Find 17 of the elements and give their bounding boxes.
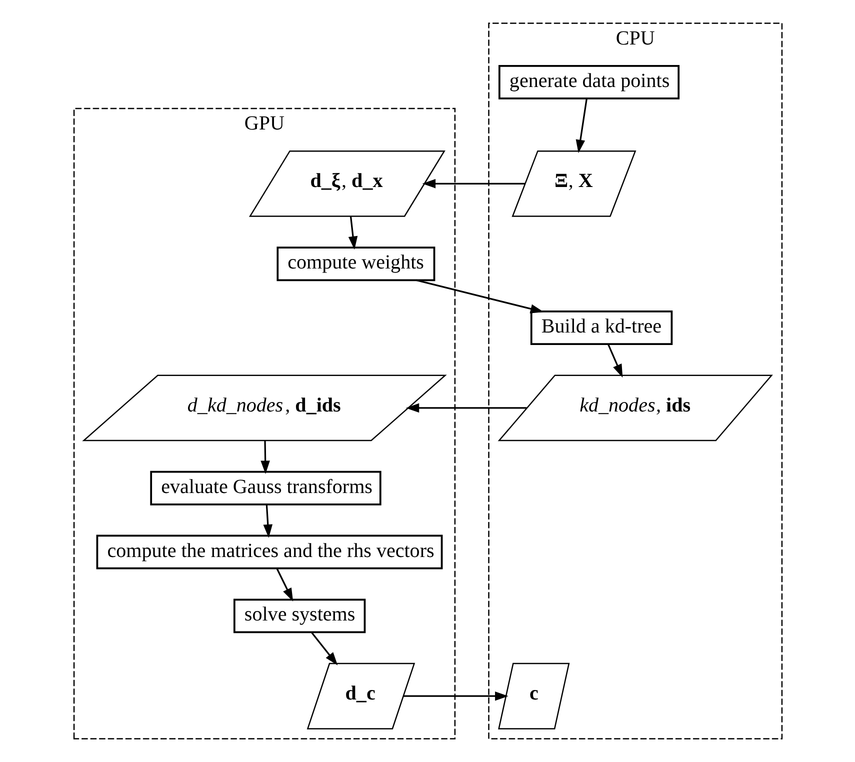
arrow bbox=[348, 216, 358, 250]
arrow bbox=[405, 403, 526, 413]
arrow bbox=[276, 568, 293, 602]
arrow bbox=[260, 440, 270, 474]
arrow bbox=[403, 691, 508, 701]
arrow bbox=[416, 279, 544, 314]
arrow bbox=[575, 98, 587, 154]
node-box: compute the matrices and the rhs vectors bbox=[96, 534, 442, 570]
node-box: Build a kd-tree bbox=[530, 310, 672, 345]
node-box: evaluate Gauss transforms bbox=[150, 470, 381, 506]
arrow bbox=[422, 179, 524, 188]
arrow bbox=[310, 632, 338, 666]
node-box: compute weights bbox=[276, 246, 435, 282]
arrow bbox=[262, 504, 272, 538]
node-box: solve systems bbox=[232, 598, 366, 634]
arrow bbox=[606, 344, 622, 378]
node-box: generate data points bbox=[498, 64, 680, 100]
